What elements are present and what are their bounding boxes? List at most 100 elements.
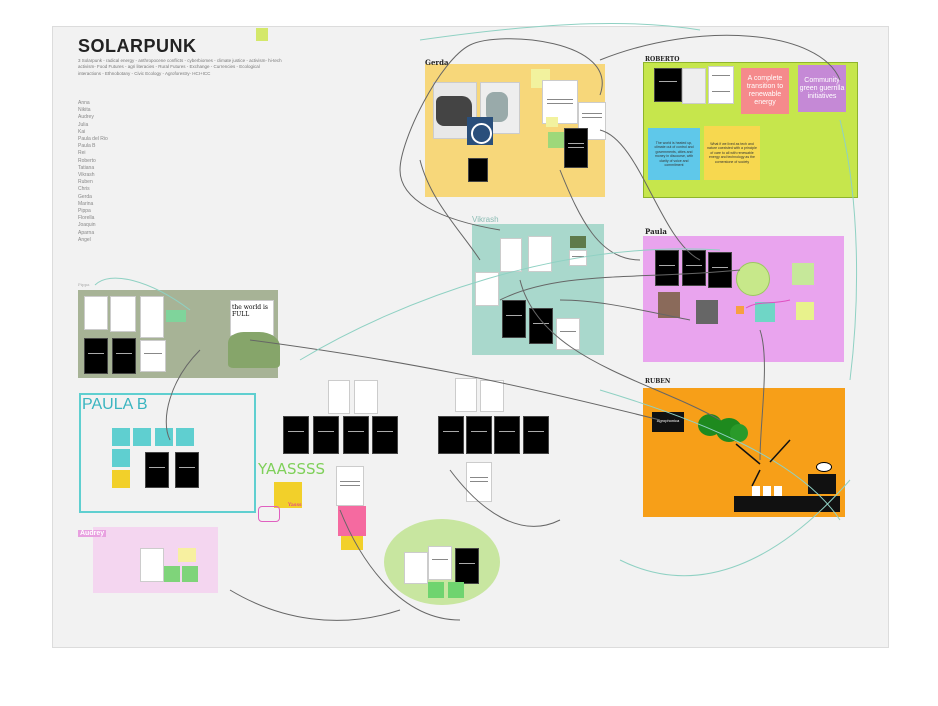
image-card[interactable] [110,296,136,332]
black-card[interactable] [112,338,136,374]
black-card[interactable] [468,158,488,182]
black-card[interactable] [655,250,679,286]
sticky-note[interactable] [178,548,196,562]
black-card[interactable] [372,416,398,454]
sticky-note[interactable] [448,582,464,598]
black-card[interactable] [343,416,369,454]
image-card[interactable] [528,236,552,272]
sticky-note[interactable] [755,302,775,322]
image-card[interactable] [708,66,734,104]
black-card[interactable] [313,416,339,454]
sticky-note[interactable] [155,428,173,446]
black-card[interactable] [494,416,520,454]
participant-name: Gerda [78,193,92,200]
robot-image [486,92,508,122]
frame-ruben[interactable] [643,388,845,517]
black-card[interactable] [523,416,549,454]
green-circle-note[interactable] [736,262,770,296]
participant-name: Paula del Rio [78,136,108,143]
house-icon [752,486,760,496]
participant-name: Audrey [78,114,94,121]
black-card[interactable] [145,452,169,488]
sticky-note[interactable] [112,449,130,467]
dark-block [808,474,836,494]
black-card[interactable] [84,338,108,374]
photo-card[interactable] [658,292,680,318]
agrophonica-card[interactable] [652,412,684,432]
sticky-note[interactable] [546,117,558,127]
image-card[interactable] [140,548,164,582]
text-card[interactable] [140,340,166,372]
participant-name: Aparna [78,229,95,236]
black-card[interactable] [708,252,732,288]
participant-name: Anna [78,100,90,106]
sticky-note[interactable] [182,566,198,582]
black-card[interactable] [654,68,682,102]
sticky-guerrilla[interactable] [798,65,846,112]
board-description: 3 Solarpunk - radical energy - anthropoc… [78,58,282,76]
sticky-note[interactable] [112,428,130,446]
sticky-note[interactable] [548,132,564,148]
participant-name: Ruben [78,179,93,186]
network-icon [471,123,492,144]
sticky-note[interactable] [166,310,186,322]
sticky-note[interactable] [164,566,180,582]
frame-label-vikrash: Vikrash [472,215,499,224]
participant-name: Julia [78,121,89,128]
sticky-coexist-text: What if we lived as tech and nature coex… [707,141,757,164]
black-card[interactable] [438,416,464,454]
image-card[interactable] [140,296,164,338]
black-card[interactable] [502,300,526,338]
sticky-renewable-energy-text: A complete transition to renewable energ… [746,75,784,106]
black-card[interactable] [529,308,553,344]
sticky-note[interactable] [338,506,366,536]
sticky-heated-world[interactable] [648,128,700,180]
hand-drawing [258,506,280,522]
sticky-renewable-energy[interactable] [741,68,789,114]
image-card[interactable] [682,68,706,104]
image-card[interactable] [475,272,499,306]
agrophonica-text: Agrophonica [656,418,680,423]
yassss-handwriting: YAASSSS [258,460,326,478]
sticky-guerrilla-text: Community green guerrilla initiatives [799,76,845,100]
sticky-coexist[interactable] [704,126,760,180]
text-card[interactable] [542,80,578,124]
world-full-text: the world is FULL [232,304,269,318]
participant-name: Chris [78,186,90,193]
text-card[interactable] [428,546,452,580]
sticky-note[interactable] [736,306,744,314]
participant-name: Pippa [78,208,91,215]
participant-name: Marina [78,200,94,207]
sticky-note[interactable] [133,428,151,446]
black-card[interactable] [175,452,199,488]
sticky-note[interactable] [274,482,302,508]
participant-name: Tatiana [78,164,95,171]
image-card[interactable] [404,552,428,584]
black-card[interactable] [564,128,588,168]
black-card[interactable] [455,548,479,584]
sticky-note[interactable] [428,582,444,598]
frame-label-paula-b: PAULA B [82,396,148,413]
participant-name: Joaquin [78,222,96,229]
sticky-note[interactable] [112,470,130,488]
image-card[interactable] [328,380,350,414]
sticky-note[interactable] [792,263,814,285]
board-marker [256,28,268,41]
image-card[interactable] [354,380,378,414]
plant-image[interactable] [570,236,586,248]
black-card[interactable] [466,416,492,454]
participant-name: Angel [78,236,91,243]
image-card[interactable] [84,296,108,330]
image-card[interactable] [455,378,477,412]
sticky-note[interactable] [796,302,814,320]
image-card[interactable] [480,380,504,412]
photo-card[interactable] [696,300,718,324]
image-card[interactable] [500,238,522,272]
sticky-note[interactable] [176,428,194,446]
house-icon [774,486,782,496]
black-card[interactable] [283,416,309,454]
participant-name: Roberto [78,157,96,164]
world-full-card[interactable] [230,300,274,336]
text-card[interactable] [336,466,364,506]
